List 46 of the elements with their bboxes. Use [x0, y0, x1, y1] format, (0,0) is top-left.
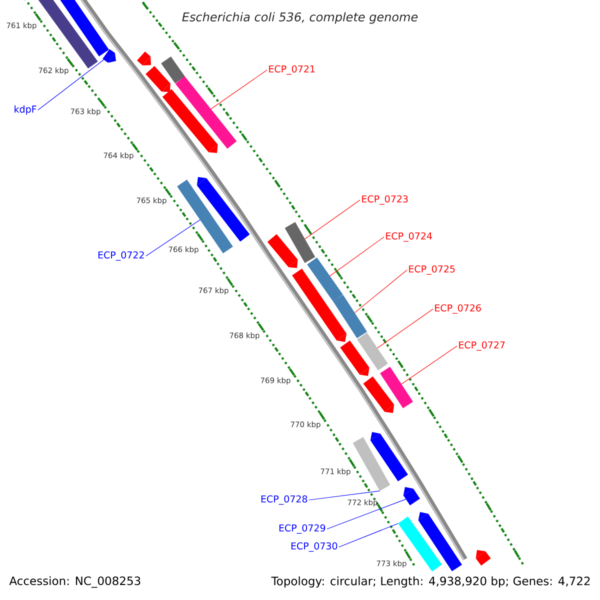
leader-line [338, 523, 398, 548]
gene-feature [370, 432, 408, 482]
gene-feature [292, 268, 347, 342]
gene-feature [284, 222, 316, 263]
gene-feature [196, 177, 250, 242]
gene-label: ECP_0726 [435, 304, 481, 314]
gene-feature [352, 437, 390, 491]
gene-feature [175, 76, 237, 149]
footer-text: Topology: circular; Length: 4,938,920 bp; Genes: 4,722 [271, 576, 590, 588]
title: Escherichia coli 536, complete genome [182, 12, 418, 24]
leader-line [326, 498, 406, 530]
gene-feature [403, 487, 420, 506]
gene-feature [380, 366, 414, 408]
gene-label: ECP_0724 [386, 232, 432, 242]
leader-line [401, 346, 458, 384]
leader-line [377, 308, 434, 348]
gene-label: ECP_0722 [98, 251, 144, 261]
leader-line [304, 200, 360, 240]
leader-line [330, 236, 384, 276]
gene-label: kdpF [14, 105, 36, 115]
gene-label: ECP_0729 [279, 524, 326, 534]
gene-feature [162, 89, 218, 153]
gene-feature [146, 66, 170, 92]
gene-label: ECP_0721 [269, 65, 315, 75]
footer-text: Accession: NC_008253 [9, 576, 140, 588]
gene-feature [418, 512, 462, 572]
gene-feature [161, 56, 185, 84]
gene-feature [137, 52, 151, 66]
gene-feature [357, 332, 388, 370]
gene-label: ECP_0727 [459, 341, 505, 351]
gene-feature [267, 234, 298, 268]
leader-line [210, 70, 268, 110]
leader-line [146, 220, 200, 256]
leader-line [354, 270, 408, 313]
gene-label: ECP_0725 [409, 265, 455, 275]
gene-feature [332, 294, 368, 338]
gene-feature [340, 340, 370, 376]
gene-label: ECP_0730 [291, 542, 338, 552]
gene-feature [307, 258, 343, 302]
gene-label: ECP_0728 [261, 495, 308, 505]
leader-line [38, 59, 104, 110]
gene-feature [363, 376, 394, 413]
gene-feature [102, 49, 116, 63]
gene-feature [476, 550, 491, 566]
gene-label: ECP_0723 [362, 195, 408, 205]
leader-line [308, 490, 380, 500]
